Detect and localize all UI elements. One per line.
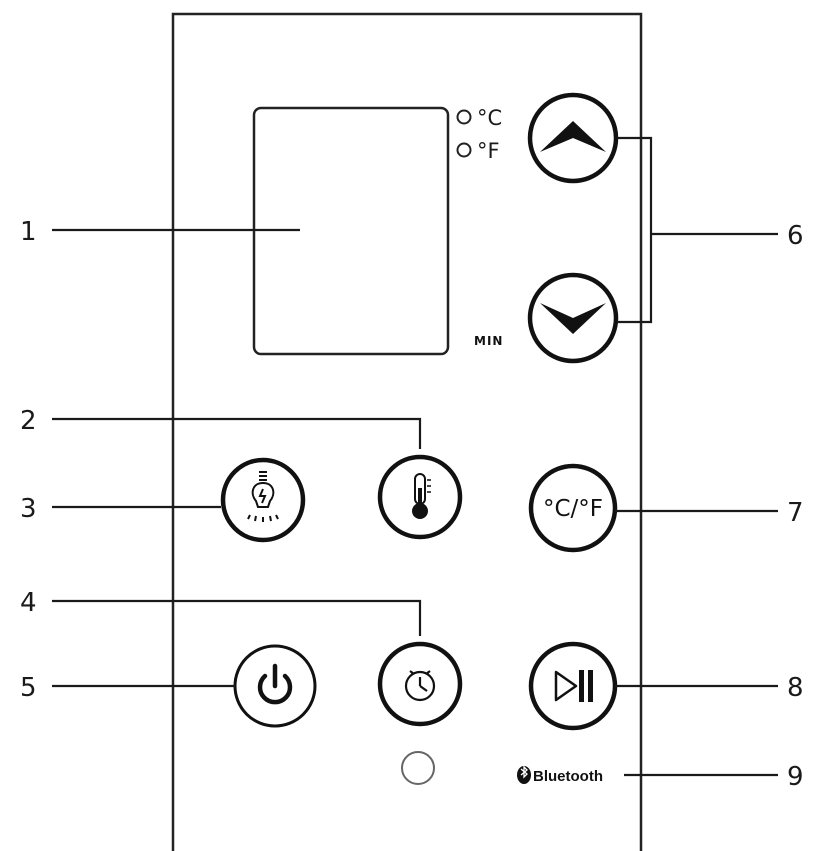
fahrenheit-indicator-led: [456, 142, 472, 158]
temperature-button[interactable]: [377, 454, 463, 540]
callout-4: 4: [20, 588, 37, 618]
chevron-up-icon: [540, 121, 606, 152]
power-button[interactable]: [233, 644, 317, 728]
callout-6-bracket: [617, 136, 653, 324]
celsius-indicator-label: °C: [477, 106, 502, 130]
callout-4-leader: [52, 599, 422, 636]
callout-7: 7: [787, 498, 804, 528]
chevron-down-icon: [540, 303, 606, 334]
callout-5: 5: [20, 673, 37, 703]
play-pause-icon: [554, 670, 593, 702]
sensor-indicator: [401, 751, 435, 785]
light-button[interactable]: [220, 457, 306, 543]
bluetooth-icon: [517, 765, 531, 784]
callout-2: 2: [20, 406, 37, 436]
light-bulb-icon: [247, 471, 279, 522]
bluetooth-label: Bluetooth: [533, 768, 603, 785]
timer-button[interactable]: [377, 641, 463, 727]
celsius-indicator-led: [456, 109, 472, 125]
fahrenheit-indicator-label: °F: [477, 139, 500, 163]
callout-9: 9: [787, 762, 804, 792]
callout-3: 3: [20, 494, 37, 524]
unit-toggle-button[interactable]: °C/°F: [528, 463, 618, 553]
callout-8: 8: [787, 673, 804, 703]
unit-toggle-label: °C/°F: [543, 496, 603, 522]
callout-2-leader: [52, 417, 422, 449]
fahrenheit-indicator: °F: [456, 139, 500, 163]
celsius-indicator: °C: [456, 106, 502, 130]
min-label: MIN: [474, 334, 503, 348]
bluetooth-logo: Bluetooth: [517, 765, 603, 785]
down-button[interactable]: [527, 272, 619, 364]
callout-1: 1: [20, 217, 37, 247]
power-icon: [257, 663, 293, 705]
clock-icon: [404, 670, 436, 702]
up-button[interactable]: [527, 92, 619, 184]
thermometer-icon: [412, 473, 431, 519]
play-pause-button[interactable]: [528, 641, 618, 731]
callout-6: 6: [787, 221, 804, 251]
